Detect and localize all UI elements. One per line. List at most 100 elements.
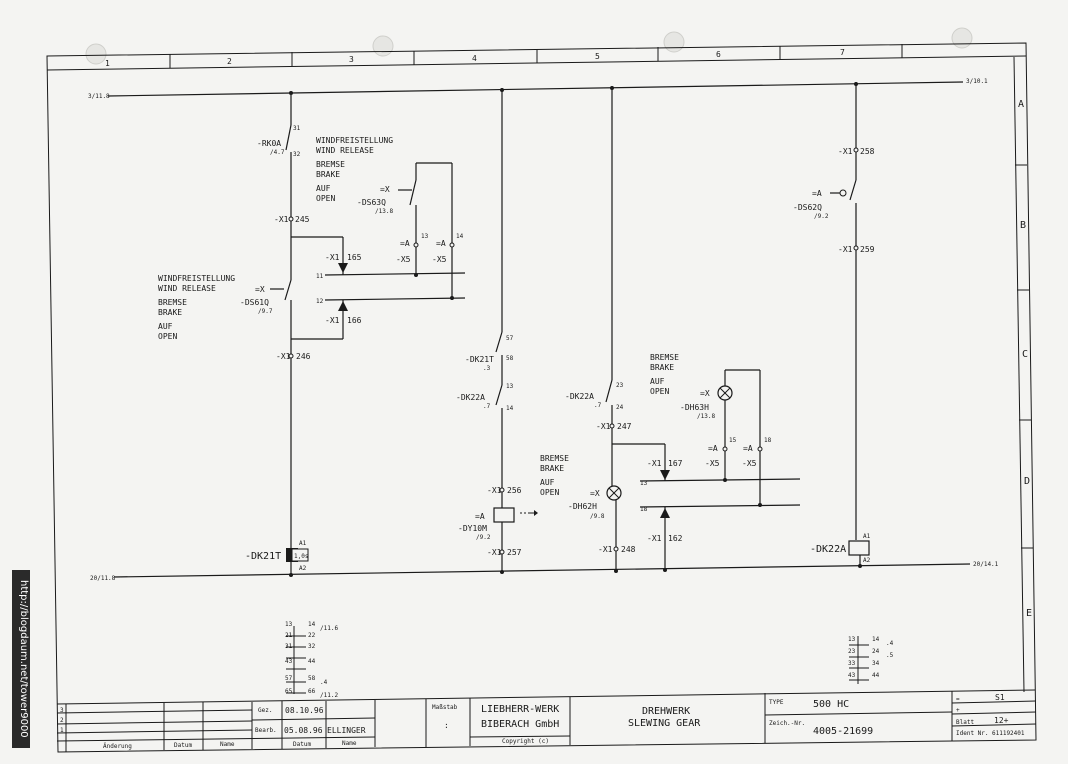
- dk22a-coil-label: -DK22A: [810, 544, 846, 555]
- x247: -X1: [596, 422, 611, 431]
- dk21t-contact-ref: .3: [483, 365, 491, 372]
- blatt-value: 12+: [994, 716, 1009, 725]
- gez-date: 08.10.96: [285, 706, 324, 715]
- m2-b-de: BREMSE: [540, 454, 569, 463]
- dk22a-a1: A1: [863, 533, 871, 540]
- contact-left-a: 21: [285, 632, 293, 639]
- contact-table-right: [849, 636, 869, 684]
- c58: 58: [506, 355, 514, 362]
- contact-left-a: 43: [285, 658, 293, 665]
- ds63q-label: -DS63Q: [357, 198, 386, 207]
- drawing-frame: [46, 42, 1037, 753]
- zeich-label: Zeich.-Nr.: [769, 720, 805, 727]
- contact-left-b: 58: [308, 675, 316, 682]
- x162: -X1: [647, 534, 662, 543]
- plus-label: +: [956, 707, 960, 714]
- x257: -X1: [487, 548, 502, 557]
- col-1: 1: [105, 59, 110, 68]
- contact-left-ref: .4: [320, 679, 328, 686]
- eq-value: S1: [995, 693, 1005, 702]
- ident-label: Ident Nr.: [956, 730, 989, 737]
- dh62h-ref: /9.8: [590, 513, 605, 520]
- contact-left-b: 14: [308, 621, 316, 628]
- x246n: 246: [296, 352, 311, 361]
- x258n: 258: [860, 147, 875, 156]
- circuit-dh62h: [605, 86, 801, 570]
- x162n: 162: [668, 534, 683, 543]
- bearb-date: 05.08.96: [284, 726, 323, 735]
- open-en: OPEN: [316, 194, 335, 203]
- a14: =A: [436, 239, 446, 248]
- row-E: E: [1026, 608, 1032, 619]
- x245: -X1: [274, 215, 289, 224]
- contact-left-a: 65: [285, 688, 293, 695]
- ds61-wr-de: WINDFREISTELLUNG: [158, 274, 235, 283]
- row-A: A: [1018, 99, 1024, 110]
- x5a: -X5: [396, 255, 411, 264]
- ds61-b-en: BRAKE: [158, 308, 182, 317]
- r-b-en: BRAKE: [650, 363, 674, 372]
- r-x5a: -X5: [705, 459, 720, 468]
- col-datum: Datum: [174, 742, 192, 749]
- rev-row-3: 3: [60, 707, 64, 714]
- rk0a-c2: 32: [293, 151, 301, 158]
- windrel-en: WIND RELEASE: [316, 146, 374, 155]
- gez-label: Gez.: [258, 707, 272, 714]
- windrel-de: WINDFREISTELLUNG: [316, 136, 393, 145]
- rev-row-2: 2: [60, 717, 64, 724]
- c14: 14: [506, 405, 514, 412]
- ds61-wr-en: WIND RELEASE: [158, 284, 216, 293]
- contact-right-b: 24: [872, 648, 880, 655]
- rk0a-c1: 31: [293, 125, 301, 132]
- row-C: C: [1022, 349, 1028, 360]
- copyright: Copyright (c): [502, 738, 549, 745]
- a14n: 14: [456, 233, 464, 240]
- m2-b-en: BRAKE: [540, 464, 564, 473]
- x259: -X1: [838, 245, 853, 254]
- company-line-2: BIBERACH GmbH: [481, 719, 559, 730]
- contact-right-a: 23: [848, 648, 856, 655]
- eq-label: =: [956, 696, 960, 703]
- x167n: 167: [668, 459, 683, 468]
- bus-top-right: 3/10.1: [966, 78, 988, 85]
- drawing-title-de: DREHWERK: [642, 706, 690, 717]
- contact-left-ref: /11.2: [320, 692, 338, 699]
- blatt-label: Blatt: [956, 719, 974, 726]
- r-o-de: AUF: [650, 377, 665, 386]
- a15: =A: [708, 444, 718, 453]
- m2-o-en: OPEN: [540, 488, 559, 497]
- brake-de: BREMSE: [316, 160, 345, 169]
- dh63h-ref: /13.8: [697, 413, 715, 420]
- contact-right-b: 34: [872, 660, 880, 667]
- row-D: D: [1024, 476, 1030, 487]
- bus-bottom-left: 20/11.8: [90, 575, 116, 582]
- x248n: 248: [621, 545, 636, 554]
- contact-right-b: 44: [872, 672, 880, 679]
- contact-left-b: 32: [308, 643, 316, 650]
- massstab-label: Maßstab: [432, 704, 458, 711]
- r-l18: 18: [640, 506, 648, 513]
- dy10m-label: -DY10M: [458, 524, 487, 533]
- watermark-strip: http://blogdaum.net/tower9000: [12, 570, 30, 748]
- x248: -X1: [598, 545, 613, 554]
- contact-left-a: 31: [285, 643, 293, 650]
- ds62q-ref: /9.2: [814, 213, 829, 220]
- dk22a-a2: A2: [863, 557, 871, 564]
- r-x5b: -X5: [742, 459, 757, 468]
- contact-right-ref: .5: [886, 652, 894, 659]
- ds62q-label: -DS62Q: [793, 203, 822, 212]
- ds61-o-en: OPEN: [158, 332, 177, 341]
- x257n: 257: [507, 548, 522, 557]
- x165: -X1: [325, 253, 340, 262]
- x259n: 259: [860, 245, 875, 254]
- col-7: 7: [840, 48, 845, 57]
- col-aenderung: Änderung: [103, 743, 132, 750]
- drawing-title-en: SLEWING GEAR: [628, 718, 701, 729]
- c24: 24: [616, 404, 624, 411]
- dk22a-contact2-label: -DK22A: [565, 392, 594, 401]
- a13: =A: [400, 239, 410, 248]
- c57: 57: [506, 335, 514, 342]
- dh62h-label: -DH62H: [568, 502, 597, 511]
- x246: -X1: [276, 352, 291, 361]
